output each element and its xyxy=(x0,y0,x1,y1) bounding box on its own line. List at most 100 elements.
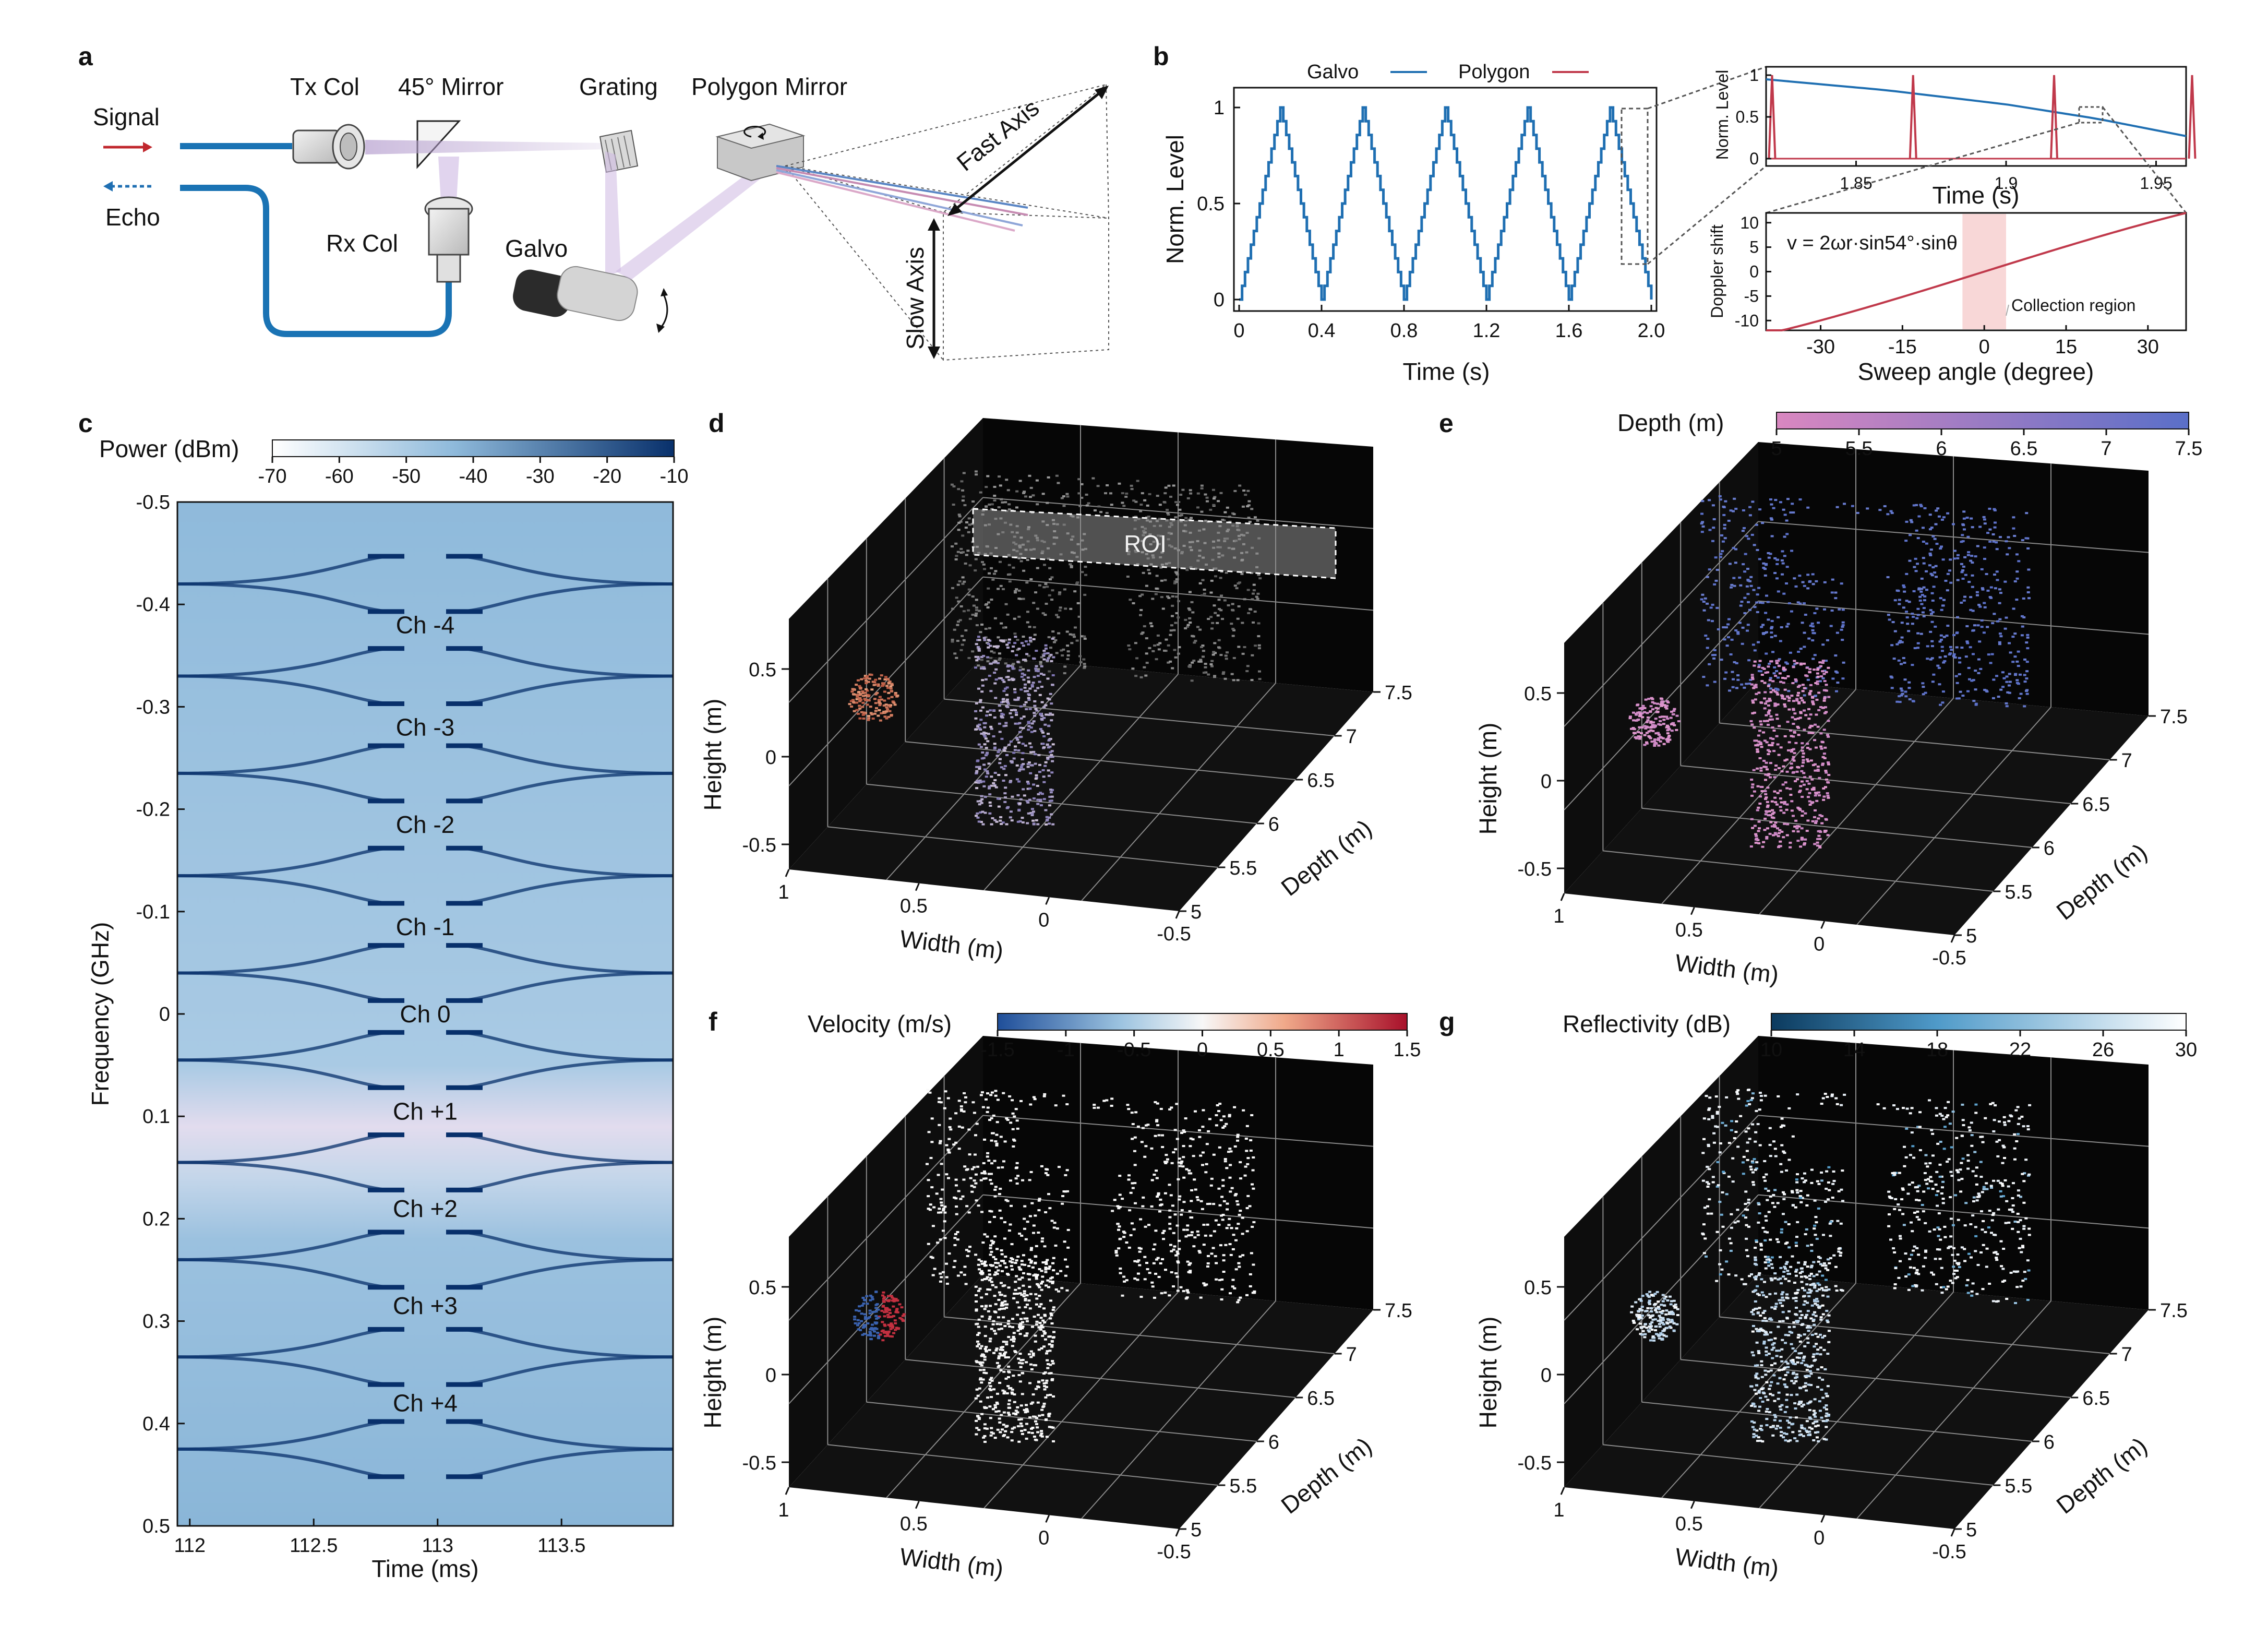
f-person-point xyxy=(1019,1404,1023,1407)
e-person-point xyxy=(1795,698,1799,700)
d-wall-point xyxy=(1075,639,1079,642)
e-ball-point xyxy=(1660,736,1663,739)
d-ball-point xyxy=(886,708,890,711)
e-person-point xyxy=(1780,830,1784,833)
f-person-point xyxy=(998,1381,1002,1384)
f-wall-point xyxy=(1212,1153,1216,1156)
f-wall-point xyxy=(1221,1185,1225,1187)
e-person-point xyxy=(1774,768,1778,771)
d-wall-point xyxy=(1019,666,1023,668)
e-wall-point xyxy=(1971,526,1974,529)
f-wall-point xyxy=(1032,1096,1036,1098)
d-wall-point xyxy=(1205,496,1209,499)
d-wall-point xyxy=(974,558,978,560)
f-wall-point xyxy=(1236,1301,1240,1304)
f-wall-point xyxy=(1178,1198,1181,1201)
c-trace-right-down xyxy=(461,1161,674,1192)
f-person-point xyxy=(985,1277,988,1280)
d-wall-point xyxy=(1231,635,1235,637)
e-person-point xyxy=(1769,737,1772,739)
f-person-point xyxy=(979,1378,982,1381)
d-wall-point xyxy=(988,572,991,575)
f-person-point xyxy=(1020,1429,1024,1432)
f-person-point xyxy=(1043,1338,1047,1341)
d-person-point xyxy=(1020,675,1024,678)
d-wall-point xyxy=(971,614,975,616)
f-wall-point xyxy=(1252,1187,1255,1190)
f-wall-point xyxy=(943,1107,946,1109)
d-person-point xyxy=(1023,703,1026,706)
d-ball-point xyxy=(867,680,870,683)
g-wall-point xyxy=(1741,1161,1745,1164)
e-ball-point xyxy=(1666,729,1670,732)
e-point-cloud xyxy=(1628,495,2031,849)
d-wall-point xyxy=(997,506,1001,509)
f-ball-point xyxy=(877,1317,880,1319)
g-wall-point xyxy=(1956,1253,1960,1256)
f-wall-point xyxy=(1221,1179,1225,1181)
panel-a-label: a xyxy=(78,42,93,71)
e-person-point xyxy=(1757,666,1761,668)
f-wall-point xyxy=(1147,1224,1151,1226)
d-wall-point xyxy=(1022,598,1025,600)
d-wall-point xyxy=(965,521,968,523)
f-wall-point xyxy=(995,1144,999,1147)
e-person-point xyxy=(1750,779,1754,781)
f-wall-point xyxy=(925,1163,929,1165)
e-wall-point xyxy=(1785,625,1789,628)
g-wall-point xyxy=(1924,1154,1928,1156)
e-person-point xyxy=(1813,723,1817,726)
e-wall-point xyxy=(1915,529,1918,532)
f-wall-point xyxy=(933,1268,937,1270)
d-person-point xyxy=(1027,782,1030,785)
e-wall-point xyxy=(1893,599,1897,602)
d-wall-point xyxy=(1171,604,1174,607)
e-wall-point xyxy=(1916,642,1920,644)
d-wall-point xyxy=(1177,500,1181,503)
f-ball-point xyxy=(894,1311,898,1313)
d-wall-point xyxy=(1209,591,1213,594)
galvo-label: Galvo xyxy=(505,235,568,262)
d-person-point xyxy=(1030,808,1034,810)
e-wall-point xyxy=(2006,691,2010,694)
e-person-point xyxy=(1779,680,1783,683)
e-wall-point xyxy=(1931,599,1935,602)
f-wall-point xyxy=(1188,1210,1192,1212)
d-wall-point xyxy=(1178,515,1182,517)
f-person-point xyxy=(1009,1387,1013,1390)
e-person-point xyxy=(1792,666,1795,668)
e-person-point xyxy=(1785,695,1789,698)
f-wall-point xyxy=(1180,1160,1184,1163)
f-wall-point xyxy=(953,1237,957,1239)
e-wall-point xyxy=(1904,540,1908,542)
d-person-point xyxy=(1026,676,1030,679)
e-person-point xyxy=(1790,750,1793,753)
d-person-point xyxy=(1039,804,1043,807)
d-person-point xyxy=(1051,713,1054,716)
d-wall-point xyxy=(1174,501,1178,504)
e-wall-point xyxy=(1986,532,1990,534)
d-person-point xyxy=(976,816,980,819)
e-wall-point xyxy=(2021,625,2024,628)
f-wall-point xyxy=(1221,1219,1225,1221)
d-wall-point xyxy=(961,499,965,502)
f-wall-point xyxy=(1193,1110,1197,1113)
f-wall-point xyxy=(1217,1110,1221,1113)
doppler-curve xyxy=(1766,212,2187,331)
f-person-point xyxy=(1014,1413,1018,1416)
c-cbar-tick-label: -20 xyxy=(593,465,621,487)
d-wall-point xyxy=(964,562,967,565)
f-wall-point xyxy=(1118,1225,1121,1228)
d-person-point xyxy=(1038,763,1041,766)
e-wall-point xyxy=(1747,538,1750,540)
g-wall-point xyxy=(1756,1285,1759,1287)
d-wall-point xyxy=(958,619,962,622)
d-person-point xyxy=(1019,726,1023,729)
f-person-point xyxy=(1043,1371,1047,1374)
f-ball-point xyxy=(879,1333,882,1336)
e-person-point xyxy=(1825,684,1828,686)
e-wall-point xyxy=(1976,545,1979,547)
g-wall-point xyxy=(1817,1207,1820,1210)
d-person-point xyxy=(975,771,978,774)
